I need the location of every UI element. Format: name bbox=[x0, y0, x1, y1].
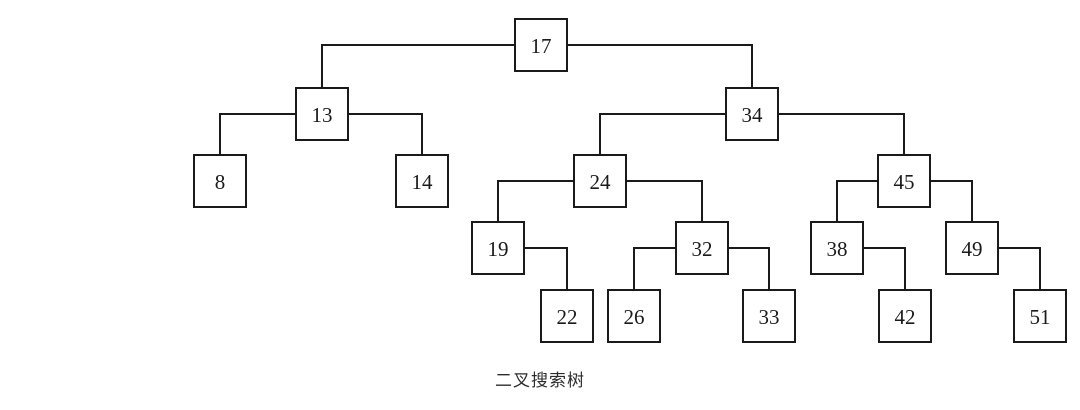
node-label-42: 42 bbox=[895, 305, 916, 329]
node-label-22: 22 bbox=[557, 305, 578, 329]
node-box-8 bbox=[193, 154, 247, 208]
tree-node-49[interactable]: 49 bbox=[945, 221, 999, 275]
node-label-8: 8 bbox=[215, 170, 226, 194]
tree-edge-24-to-32 bbox=[626, 180, 703, 222]
tree-node-34[interactable]: 34 bbox=[725, 87, 779, 141]
node-label-32: 32 bbox=[692, 237, 713, 261]
node-label-26: 26 bbox=[624, 305, 645, 329]
tree-node-24[interactable]: 24 bbox=[573, 154, 627, 208]
node-box-33 bbox=[742, 289, 796, 343]
tree-node-17[interactable]: 17 bbox=[514, 18, 568, 72]
tree-edge-45-to-38 bbox=[836, 180, 878, 222]
tree-node-32[interactable]: 32 bbox=[675, 221, 729, 275]
node-box-19 bbox=[471, 221, 525, 275]
node-label-13: 13 bbox=[312, 103, 333, 127]
tree-edge-38-to-42 bbox=[863, 247, 906, 290]
tree-node-33[interactable]: 33 bbox=[742, 289, 796, 343]
node-box-45 bbox=[877, 154, 931, 208]
tree-edge-34-to-45 bbox=[778, 113, 905, 155]
tree-edge-45-to-49 bbox=[930, 180, 973, 222]
tree-edge-19-to-22 bbox=[524, 247, 568, 290]
node-label-34: 34 bbox=[742, 103, 764, 127]
node-label-49: 49 bbox=[962, 237, 983, 261]
node-label-51: 51 bbox=[1030, 305, 1051, 329]
tree-edge-32-to-33 bbox=[728, 247, 770, 290]
node-box-24 bbox=[573, 154, 627, 208]
tree-node-22[interactable]: 22 bbox=[540, 289, 594, 343]
node-box-26 bbox=[607, 289, 661, 343]
tree-node-19[interactable]: 19 bbox=[471, 221, 525, 275]
node-box-49 bbox=[945, 221, 999, 275]
tree-edge-24-to-19 bbox=[497, 180, 574, 222]
tree-node-45[interactable]: 45 bbox=[877, 154, 931, 208]
node-label-38: 38 bbox=[827, 237, 848, 261]
tree-node-51[interactable]: 51 bbox=[1013, 289, 1067, 343]
tree-edge-13-to-14 bbox=[348, 113, 423, 155]
node-box-34 bbox=[725, 87, 779, 141]
tree-edge-49-to-51 bbox=[998, 247, 1041, 290]
tree-node-14[interactable]: 14 bbox=[395, 154, 449, 208]
nodes-layer: 17 13 34 8 14 24 45 19 32 38 49 22 26 33 42 51 bbox=[193, 18, 1067, 343]
figure-caption: 二叉搜索树 bbox=[495, 371, 585, 391]
node-box-42 bbox=[878, 289, 932, 343]
node-label-19: 19 bbox=[488, 237, 509, 261]
edges-layer bbox=[219, 44, 1041, 290]
node-label-45: 45 bbox=[894, 170, 915, 194]
node-label-14: 14 bbox=[412, 170, 434, 194]
tree-edge-34-to-24 bbox=[599, 113, 726, 155]
node-box-32 bbox=[675, 221, 729, 275]
tree-edge-17-to-34 bbox=[567, 44, 753, 88]
node-label-33: 33 bbox=[759, 305, 780, 329]
node-box-22 bbox=[540, 289, 594, 343]
tree-node-8[interactable]: 8 bbox=[193, 154, 247, 208]
node-box-14 bbox=[395, 154, 449, 208]
tree-edge-32-to-26 bbox=[633, 247, 676, 290]
tree-node-13[interactable]: 13 bbox=[295, 87, 349, 141]
node-box-51 bbox=[1013, 289, 1067, 343]
tree-node-42[interactable]: 42 bbox=[878, 289, 932, 343]
node-box-13 bbox=[295, 87, 349, 141]
node-label-24: 24 bbox=[590, 170, 612, 194]
tree-node-38[interactable]: 38 bbox=[810, 221, 864, 275]
node-box-38 bbox=[810, 221, 864, 275]
tree-edge-17-to-13 bbox=[321, 44, 515, 88]
node-box-17 bbox=[514, 18, 568, 72]
node-label-17: 17 bbox=[531, 34, 552, 58]
tree-edge-13-to-8 bbox=[219, 113, 296, 155]
tree-node-26[interactable]: 26 bbox=[607, 289, 661, 343]
